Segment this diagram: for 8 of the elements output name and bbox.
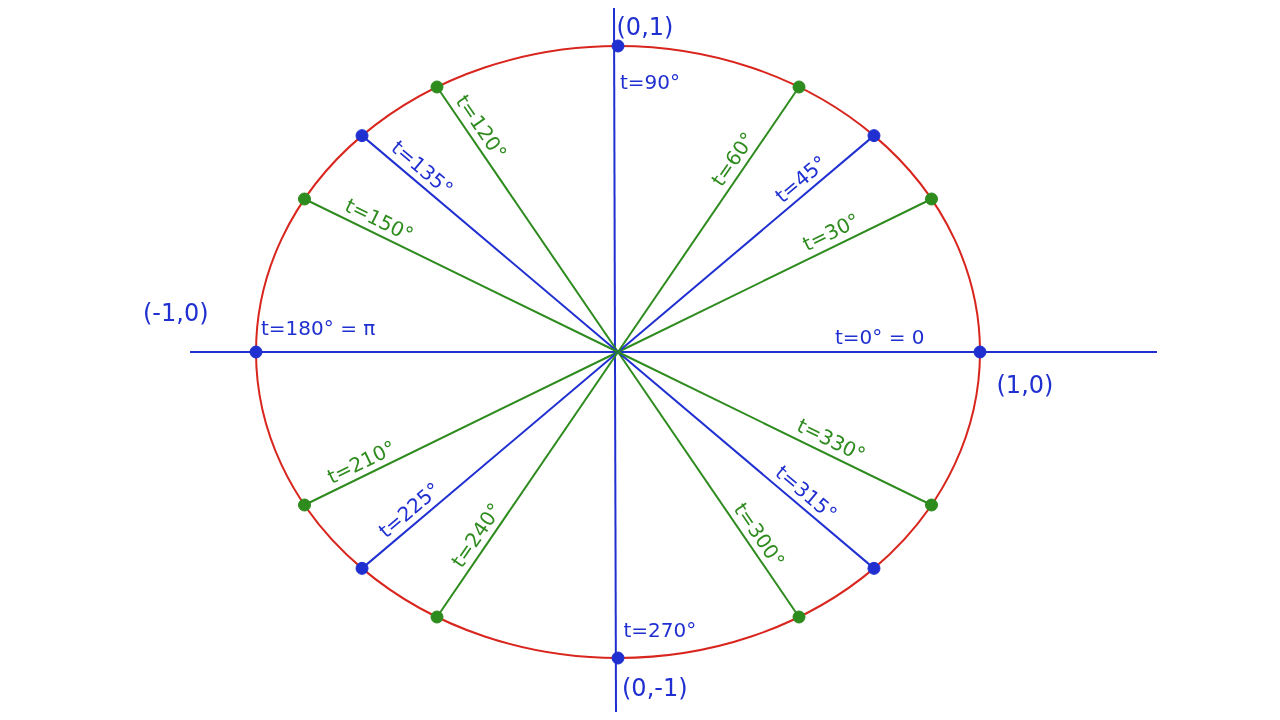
angle-label: t=90° xyxy=(620,72,681,92)
angle-label: t=180° = π xyxy=(261,318,376,338)
angle-label: t=0° = 0 xyxy=(835,327,925,347)
coordinate-label: (0,-1) xyxy=(622,676,688,700)
coordinate-label: (-1,0) xyxy=(143,301,209,325)
coordinate-label: (0,1) xyxy=(616,15,674,39)
angle-label: t=270° xyxy=(623,620,697,640)
coordinate-label: (1,0) xyxy=(996,373,1054,397)
